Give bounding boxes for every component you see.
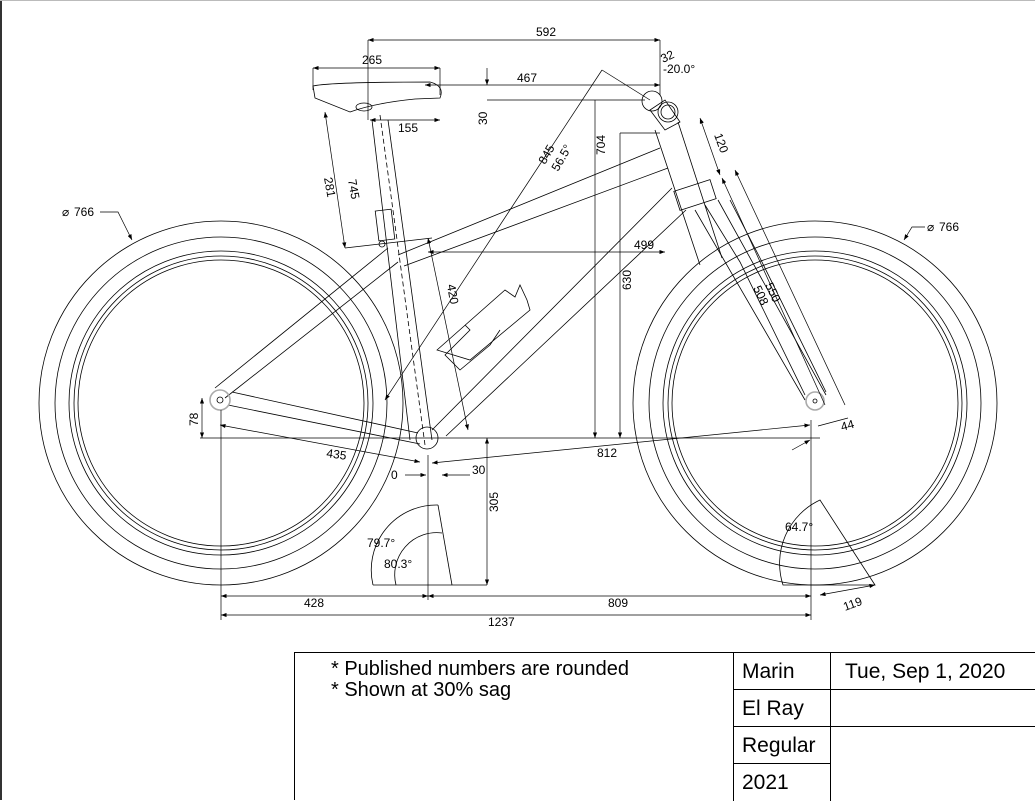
brand-cell: Marin [733,653,830,690]
dim-front-wheel-diameter-symbol: ⌀ [927,220,934,234]
dim-saddle-length: 265 [362,53,382,67]
saddle [312,81,442,113]
dim-seat-offset: 0 [391,468,398,482]
dim-saddle-setback: 155 [398,121,418,135]
bike-frame [209,90,827,450]
dim-front-center: 812 [597,446,617,460]
dim-seat-height: 745 [345,178,362,200]
dim-front-center-horizontal: 809 [608,596,628,610]
dim-stem-angle: -20.0° [663,62,695,76]
dim-stack: 704 [594,135,608,155]
notes: * Published numbers are rounded * Shown … [331,659,629,701]
dim-bb-drop-rear: 78 [187,412,201,426]
blank-cell-2 [830,727,1035,801]
dim-seat-angle-effective-2: 80.3° [384,557,412,571]
drawing-border-left [0,0,2,800]
dim-rear-wheel-diameter: 766 [74,205,94,219]
dim-rear-center-horizontal: 428 [304,596,324,610]
dim-trail: 119 [841,594,864,614]
dim-rear-wheel-diameter-symbol: ⌀ [62,205,69,219]
dim-seat-angle-actual: 79.7° [367,536,395,550]
dim-stack-offset: 467 [517,71,537,85]
dim-head-tube-length: 120 [711,131,731,155]
dim-fork-offset: 44 [839,417,856,434]
dim-stem-length: 32 [658,47,676,65]
dim-seat-post-insertion: 281 [321,176,338,198]
dim-chainstay-length: 435 [326,446,348,463]
size-cell: Regular [733,727,830,764]
note-sag: * Shown at 30% sag [331,679,512,701]
dim-wheelbase: 1237 [488,615,515,629]
dim-top-tube-reach: 499 [634,238,654,252]
dim-frame-stack: 630 [620,270,634,290]
year-cell: 2021 [733,764,830,801]
dim-seat-tube-length: 420 [444,283,461,305]
note-rounded: * Published numbers are rounded [331,658,629,680]
title-block: * Published numbers are rounded * Shown … [294,652,1035,801]
dim-bb-height: 305 [487,492,501,512]
dim-saddle-drop: 30 [476,111,490,125]
model-cell: El Ray [733,690,830,727]
dim-reach-top: 592 [536,25,556,39]
bike-geometry-drawing: 592 265 467 155 30 32 -20.0° 845 56.5° 7… [38,25,998,629]
angle-arcs [370,499,876,586]
dim-head-angle: 64.7° [785,520,813,534]
drawing-border-top [0,0,1035,1]
blank-cell-1 [830,690,1035,727]
date-cell: Tue, Sep 1, 2020 [830,653,1035,690]
dim-front-wheel-diameter: 766 [939,220,959,234]
dim-bb-offset: 30 [472,463,486,477]
dimension-lines [100,37,925,620]
